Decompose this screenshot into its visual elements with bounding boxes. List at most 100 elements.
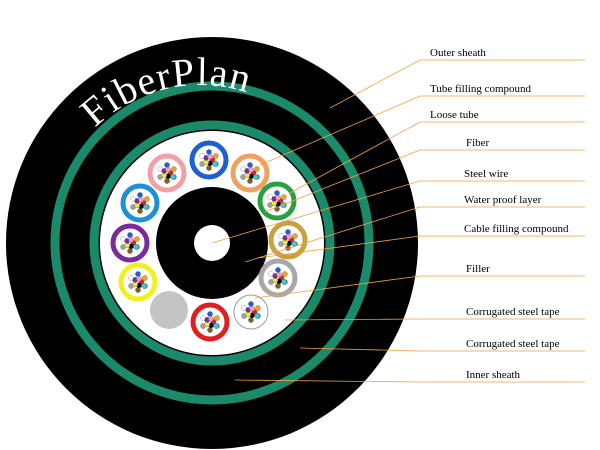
fiber xyxy=(274,190,280,196)
fiber xyxy=(213,153,219,159)
leader-line xyxy=(329,59,585,109)
fiber xyxy=(208,315,214,322)
fiber xyxy=(138,196,144,203)
fiber xyxy=(248,317,254,323)
loose-tubes xyxy=(110,140,308,342)
fiber xyxy=(207,311,213,317)
fiber xyxy=(275,283,281,289)
fiber xyxy=(127,232,133,238)
fiber xyxy=(206,165,212,171)
leader-line xyxy=(211,180,585,244)
fiber xyxy=(165,166,171,173)
loose-tube-wall xyxy=(118,262,158,302)
fiber xyxy=(282,271,288,277)
fiber xyxy=(141,283,147,289)
fiber xyxy=(137,192,143,198)
loose-tube-wall xyxy=(268,220,308,260)
fiber xyxy=(135,287,141,293)
fiber xyxy=(164,162,170,168)
fiber xyxy=(286,233,292,240)
corrugated-steel-tape-inner-ring xyxy=(89,120,335,366)
loose-tube xyxy=(120,183,160,223)
fiber xyxy=(144,196,150,202)
fiber xyxy=(127,248,133,254)
label-fiber: Fiber xyxy=(466,137,490,149)
loose-tube xyxy=(189,140,229,180)
label-cable-filling-compound: Cable filling compound xyxy=(464,223,569,235)
fiber xyxy=(248,166,254,173)
loose-tube xyxy=(118,262,158,302)
fiber xyxy=(207,327,213,333)
fiber xyxy=(136,275,142,282)
label-outer-sheath: Outer sheath xyxy=(430,47,486,59)
loose-tube-wall xyxy=(147,153,187,193)
leader-line xyxy=(289,121,585,194)
loose-tube-wall xyxy=(233,294,269,330)
fiber xyxy=(134,236,140,242)
label-filler: Filler xyxy=(466,263,490,275)
fiber xyxy=(292,233,298,239)
fiber xyxy=(170,174,176,180)
loose-tube xyxy=(230,153,270,193)
leader-line xyxy=(299,347,585,352)
fiber xyxy=(206,149,212,155)
filler xyxy=(150,291,188,329)
loose-tube xyxy=(257,181,297,221)
fiber xyxy=(247,162,253,168)
fiber xyxy=(255,305,261,311)
fiber xyxy=(276,271,282,278)
leader-line xyxy=(259,95,585,166)
fiber xyxy=(254,166,260,172)
fiber xyxy=(254,313,260,319)
label-corrugated-steel-tape-2: Corrugated steel tape xyxy=(466,338,560,350)
loose-tube-wall xyxy=(190,302,230,342)
fiber xyxy=(171,166,177,172)
loose-tube xyxy=(147,153,187,193)
loose-tube xyxy=(268,220,308,260)
fiber xyxy=(253,174,259,180)
loose-tube xyxy=(233,294,269,330)
label-steel-wire: Steel wire xyxy=(464,168,508,180)
fiber xyxy=(207,153,213,160)
fiber xyxy=(213,323,219,329)
leader-line xyxy=(234,379,585,383)
fiber xyxy=(247,178,253,184)
fiber xyxy=(142,275,148,281)
fiber xyxy=(135,271,141,277)
label-loose-tube: Loose tube xyxy=(430,109,479,121)
label-corrugated-steel-tape-1: Corrugated steel tape xyxy=(466,306,560,318)
fiber xyxy=(248,301,254,307)
fiber xyxy=(164,178,170,184)
label-tube-filling-compound: Tube filling compound xyxy=(430,83,532,95)
fiber xyxy=(249,305,255,312)
fiber xyxy=(281,279,287,285)
leader-line xyxy=(257,235,585,259)
leader-line xyxy=(284,318,585,321)
label-inner-sheath: Inner sheath xyxy=(466,369,521,381)
fiber xyxy=(137,208,143,214)
fiber xyxy=(275,267,281,273)
loose-tube-wall xyxy=(257,181,297,221)
loose-tube-wall xyxy=(258,258,298,298)
fiber xyxy=(285,229,291,235)
fiber xyxy=(214,315,220,321)
fiber xyxy=(133,244,139,250)
leader-line xyxy=(254,275,585,299)
loose-tube xyxy=(190,302,230,342)
loose-tube xyxy=(110,223,150,263)
loose-tube-wall xyxy=(120,183,160,223)
loose-tube-wall xyxy=(230,153,270,193)
fiber xyxy=(281,194,287,200)
leader-line xyxy=(264,149,585,213)
loose-tube-wall xyxy=(189,140,229,180)
fiber xyxy=(212,161,218,167)
label-water-proof-layer: Water proof layer xyxy=(464,194,542,206)
loose-tube-wall xyxy=(110,223,150,263)
fiber xyxy=(143,204,149,210)
fiber xyxy=(275,194,281,201)
leader-lines xyxy=(211,59,585,383)
fiber xyxy=(128,236,134,243)
leader-line xyxy=(244,206,585,263)
